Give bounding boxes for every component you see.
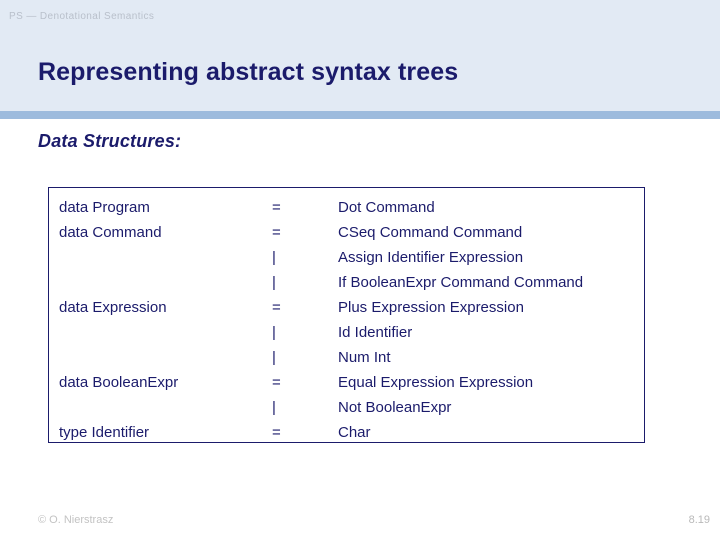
grammar-operator: = (272, 374, 281, 391)
grammar-lhs (59, 320, 272, 345)
grammar-rhs: Not BooleanExpr (338, 399, 452, 416)
table-row: data Program = Dot Command (59, 195, 634, 220)
grammar-lhs (59, 395, 272, 420)
grammar-operator: | (272, 349, 276, 366)
grammar-operator: = (272, 224, 281, 241)
grammar-rhs: Id Identifier (338, 324, 413, 341)
grammar-rhs: Plus Expression Expression (338, 299, 524, 316)
grammar-operator: = (272, 424, 281, 441)
grammar-rhs: Assign Identifier Expression (338, 249, 524, 266)
grammar-rhs: Char (338, 424, 371, 441)
grammar-lhs: data Command (59, 224, 162, 241)
page-title: Representing abstract syntax trees (38, 57, 459, 86)
grammar-rhs: CSeq Command Command (338, 224, 523, 241)
table-row: | If BooleanExpr Command Command (59, 270, 634, 295)
table-row: type Identifier = Char (59, 420, 634, 445)
grammar-definition-box: data Program = Dot Command data Command … (48, 187, 645, 443)
grammar-operator: | (272, 274, 276, 291)
table-row: | Id Identifier (59, 320, 634, 345)
grammar-lhs: type Identifier (59, 424, 150, 441)
grammar-operator: = (272, 299, 281, 316)
header-divider-rule (0, 111, 720, 119)
table-row: | Assign Identifier Expression (59, 245, 634, 270)
grammar-table-body: data Program = Dot Command data Command … (59, 195, 634, 445)
header-band (0, 0, 720, 111)
table-row: data BooleanExpr = Equal Expression Expr… (59, 370, 634, 395)
grammar-lhs (59, 245, 272, 270)
grammar-rhs: Dot Command (338, 199, 435, 216)
grammar-operator: | (272, 399, 276, 416)
grammar-table: data Program = Dot Command data Command … (59, 195, 634, 445)
table-row: data Command = CSeq Command Command (59, 220, 634, 245)
grammar-lhs (59, 270, 272, 295)
table-row: | Num Int (59, 345, 634, 370)
grammar-lhs: data Expression (59, 299, 167, 316)
grammar-rhs: If BooleanExpr Command Command (338, 274, 584, 291)
grammar-lhs: data BooleanExpr (59, 374, 179, 391)
grammar-lhs (59, 345, 272, 370)
footer-copyright: © O. Nierstrasz (38, 514, 114, 526)
grammar-rhs: Equal Expression Expression (338, 374, 534, 391)
grammar-lhs: data Program (59, 199, 150, 216)
table-row: | Not BooleanExpr (59, 395, 634, 420)
grammar-operator: = (272, 199, 281, 216)
table-row: data Expression = Plus Expression Expres… (59, 295, 634, 320)
grammar-rhs: Num Int (338, 349, 391, 366)
grammar-operator: | (272, 249, 276, 266)
grammar-operator: | (272, 324, 276, 341)
page-number: 8.19 (688, 514, 710, 526)
breadcrumb: PS — Denotational Semantics (9, 11, 155, 22)
section-heading: Data Structures: (38, 131, 182, 151)
